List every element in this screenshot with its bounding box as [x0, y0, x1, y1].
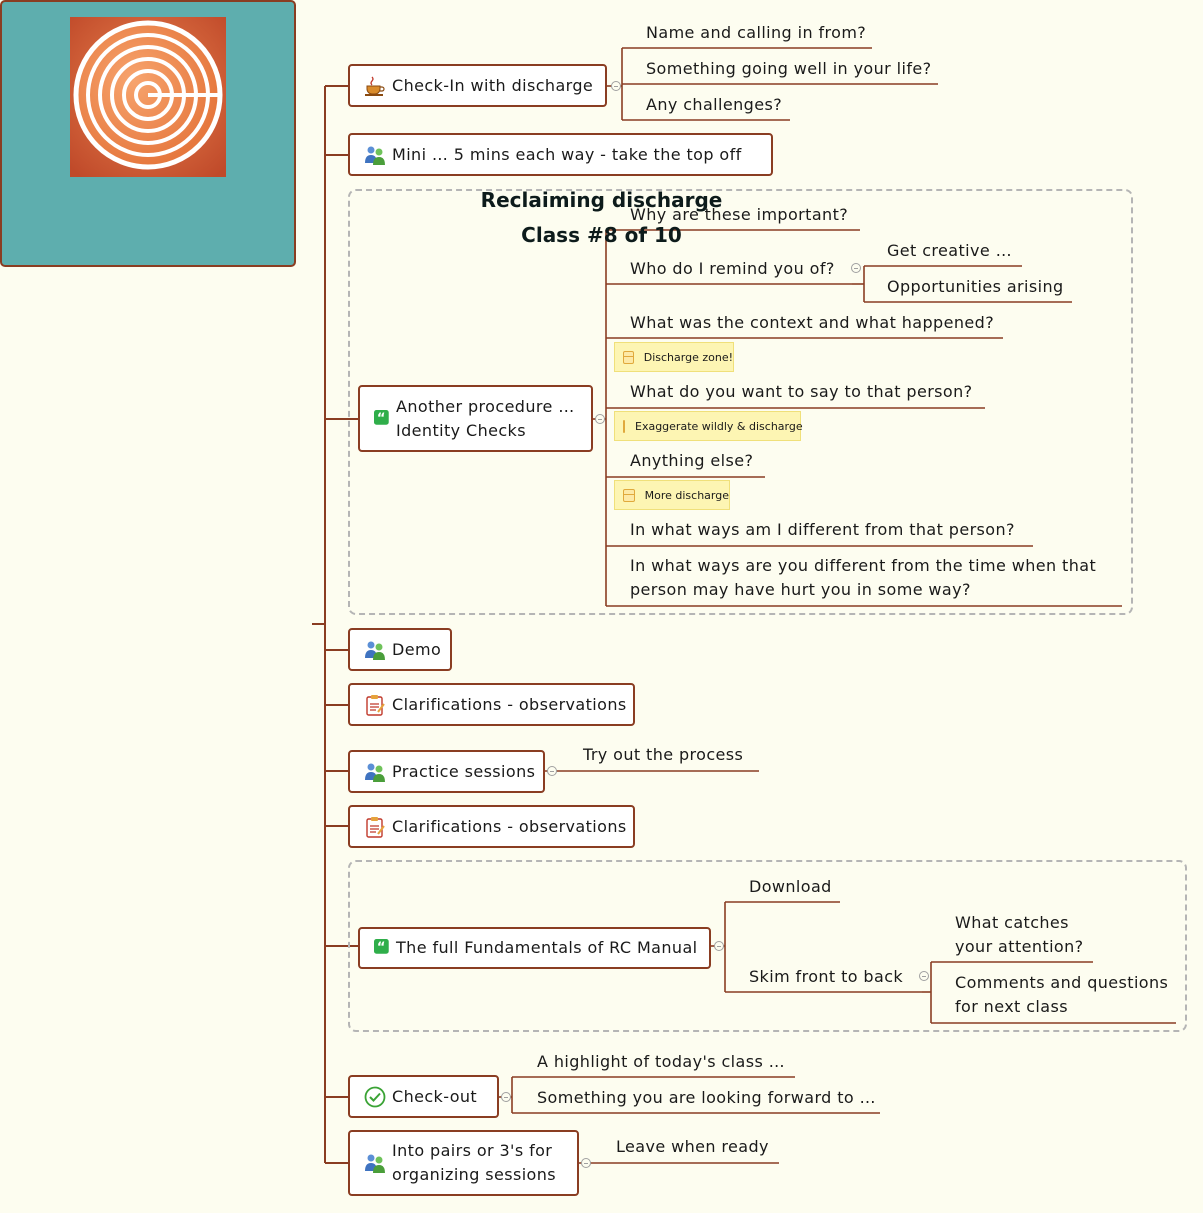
topic-pairs[interactable]: Into pairs or 3's for organizing session… [348, 1130, 579, 1196]
topic-clarifications-2-label: Clarifications - observations [392, 816, 627, 836]
collapse-toggle-manual[interactable] [714, 941, 724, 951]
manual-download[interactable]: Download [749, 877, 832, 896]
identity-else[interactable]: Anything else? [630, 451, 754, 470]
collapse-toggle-check-in[interactable] [611, 81, 621, 91]
check-out-child-2[interactable]: Something you are looking forward to … [537, 1088, 876, 1107]
topic-check-in-label: Check-In with discharge [392, 75, 594, 95]
note-icon [623, 419, 625, 433]
topic-identity-line1: Another procedure … [396, 396, 575, 416]
topic-clarifications-1[interactable]: Clarifications - observations [348, 683, 635, 726]
who-child-2[interactable]: Opportunities arising [887, 277, 1064, 296]
topic-mini[interactable]: Mini … 5 mins each way - take the top of… [348, 133, 773, 176]
people-icon [365, 146, 385, 165]
topic-check-in[interactable]: Check-In with discharge [348, 64, 607, 107]
identity-who[interactable]: Who do I remind you of? [630, 259, 835, 278]
note-icon [623, 488, 635, 502]
collapse-toggle-check-out[interactable] [501, 1092, 511, 1102]
collapse-toggle-who[interactable] [851, 263, 861, 273]
collapse-toggle-identity[interactable] [595, 414, 605, 424]
identity-why[interactable]: Why are these important? [630, 205, 849, 224]
note-icon [623, 350, 634, 364]
svg-text:“: “ [377, 940, 386, 955]
svg-text:“: “ [377, 411, 386, 426]
quote-icon: “ [374, 939, 389, 955]
people-icon [365, 1154, 385, 1173]
people-icon [365, 763, 385, 782]
clipboard-icon [366, 816, 385, 838]
skim-comments-line1[interactable]: Comments and questions [955, 973, 1169, 992]
manual-skim[interactable]: Skim front to back [749, 967, 904, 986]
topic-pairs-line2: organizing sessions [392, 1165, 557, 1184]
identity-context[interactable]: What was the context and what happened? [630, 313, 995, 332]
topic-identity-line2: Identity Checks [396, 420, 526, 440]
topic-rc-manual[interactable]: “ The full Fundamentals of RC Manual [358, 927, 711, 969]
topic-pairs-line1: Into pairs or 3's for [392, 1141, 553, 1160]
identity-say[interactable]: What do you want to say to that person? [630, 382, 973, 401]
checkmark-icon [364, 1086, 386, 1107]
check-out-child-1[interactable]: A highlight of today's class … [537, 1052, 786, 1071]
skim-catch-line1[interactable]: What catches [955, 913, 1069, 932]
note-exaggerate[interactable]: Exaggerate wildly & discharge [614, 411, 803, 441]
skim-comments-line2[interactable]: for next class [955, 997, 1068, 1016]
people-icon [365, 641, 385, 660]
note-more-discharge[interactable]: More discharge [614, 480, 730, 510]
topic-check-out-label: Check-out [392, 1086, 478, 1106]
identity-ways[interactable]: In what ways am I different from that pe… [630, 520, 1015, 539]
collapse-toggle-skim[interactable] [919, 971, 929, 981]
clipboard-icon [366, 694, 385, 716]
topic-clarifications-1-label: Clarifications - observations [392, 694, 627, 714]
collapse-toggle-pairs[interactable] [581, 1158, 591, 1168]
check-in-child-2[interactable]: Something going well in your life? [646, 59, 932, 78]
note-more-discharge-text: More discharge [644, 488, 729, 502]
identity-ways2-line1[interactable]: In what ways are you different from the … [630, 556, 1097, 575]
check-in-child-3[interactable]: Any challenges? [646, 95, 783, 114]
who-child-1[interactable]: Get creative … [887, 241, 1012, 260]
topic-demo-label: Demo [392, 639, 442, 659]
identity-boundary [348, 189, 1133, 615]
note-exaggerate-text: Exaggerate wildly & discharge [635, 419, 803, 433]
pairs-child-1[interactable]: Leave when ready [616, 1137, 769, 1156]
topic-check-out[interactable]: Check-out [348, 1075, 499, 1118]
labyrinth-logo-icon [70, 17, 226, 177]
quote-icon: “ [374, 409, 389, 426]
topic-practice-sessions-label: Practice sessions [392, 761, 536, 781]
topic-practice-sessions[interactable]: Practice sessions [348, 750, 545, 793]
check-in-child-1[interactable]: Name and calling in from? [646, 23, 867, 42]
central-topic-title-line1: Reclaiming discharge [480, 188, 723, 212]
practice-child-1[interactable]: Try out the process [583, 745, 744, 764]
note-discharge-zone-text: Discharge zone! [643, 350, 733, 364]
manual-boundary [348, 860, 1187, 1032]
coffee-cup-icon [365, 76, 385, 96]
topic-identity-checks[interactable]: “ Another procedure … Identity Checks [358, 385, 593, 452]
topic-mini-label: Mini … 5 mins each way - take the top of… [392, 144, 742, 164]
identity-ways2-line2[interactable]: person may have hurt you in some way? [630, 580, 971, 599]
central-topic[interactable]: Reclaiming discharge Class #8 of 10 [0, 0, 722, 267]
central-topic-title-line2: Class #8 of 10 [521, 223, 682, 247]
note-discharge-zone[interactable]: Discharge zone! [614, 342, 734, 372]
topic-demo[interactable]: Demo [348, 628, 452, 671]
topic-rc-manual-label: The full Fundamentals of RC Manual [396, 938, 698, 957]
topic-clarifications-2[interactable]: Clarifications - observations [348, 805, 635, 848]
collapse-toggle-practice[interactable] [547, 766, 557, 776]
skim-catch-line2[interactable]: your attention? [955, 937, 1084, 956]
